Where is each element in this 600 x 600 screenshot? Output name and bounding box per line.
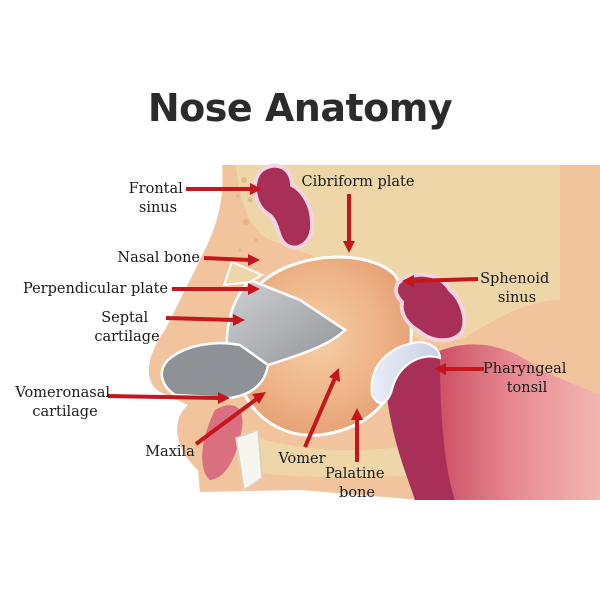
label-palatine-bone: Palatine bone	[325, 466, 389, 501]
label-septal-cartilage: Septal cartilage	[94, 310, 159, 345]
label-nasal-bone: Nasal bone	[117, 250, 200, 266]
maxilla-tissue	[202, 405, 263, 492]
label-vomeronasal-cartilage: Vomeronasal cartilage	[14, 385, 114, 420]
arrow-maxila	[194, 392, 266, 446]
page-title: Nose Anatomy	[147, 86, 453, 130]
label-maxila: Maxila	[145, 444, 195, 460]
arrow-vomeronasal-cartilage	[107, 392, 230, 404]
arrow-frontal-sinus	[186, 183, 262, 195]
arrows	[107, 183, 484, 462]
label-sphenoid-sinus: Sphenoid sinus	[480, 271, 554, 306]
label-vomer: Vomer	[277, 451, 325, 467]
label-pharyngeal-tonsil: Pharyngeal tonsil	[483, 361, 571, 396]
septal-cartilage	[160, 278, 347, 400]
arrow-sphenoid-sinus	[402, 275, 479, 287]
label-perpendicular-plate: Perpendicular plate	[23, 281, 168, 297]
nasal-bone	[222, 260, 265, 287]
label-cribriform-plate: Cibriform plate	[302, 174, 415, 190]
arrow-vomer	[303, 368, 340, 448]
arrow-septal-cartilage	[165, 314, 245, 326]
arrow-palatine-bone	[351, 408, 363, 462]
pharyngeal-tonsil	[370, 340, 442, 405]
pharynx-tissue	[386, 344, 600, 500]
frontal-sinus	[252, 163, 315, 250]
labels: Frontal sinus Nasal bone Perpendicular p…	[14, 174, 571, 501]
sphenoid-sinus	[393, 272, 467, 343]
label-frontal-sinus: Frontal sinus	[129, 181, 188, 216]
arrow-nasal-bone	[203, 254, 260, 266]
arrow-pharyngeal-tonsil	[434, 363, 484, 375]
arrow-perpendicular-plate	[172, 283, 260, 295]
arrow-cribriform-plate	[343, 194, 355, 253]
